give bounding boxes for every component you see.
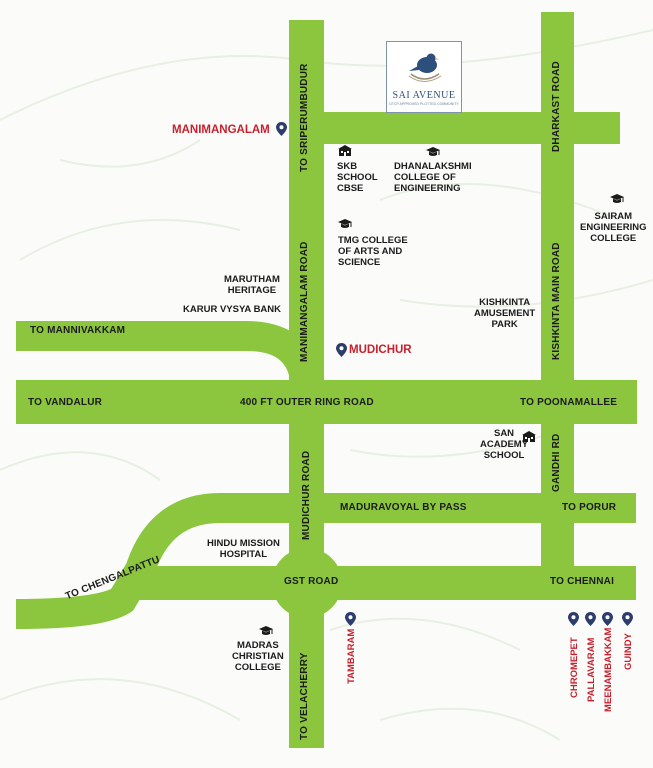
label-to-velacherry: TO VELACHERRY [299, 652, 310, 740]
label-to-poonamallee: TO POONAMALLEE [520, 397, 618, 408]
label-gandhi-rd: GANDHI RD [551, 433, 562, 492]
map-pin-icon [585, 612, 596, 626]
map-pin-icon [622, 612, 633, 626]
label-mudichur-road: MUDICHUR ROAD [301, 450, 312, 540]
place-mudichur: MUDICHUR [349, 344, 412, 356]
map-pin-icon [602, 612, 613, 626]
label-to-sriperumbudur: TO SRIPERUMBUDUR [299, 63, 310, 172]
map-pin-icon [336, 343, 347, 357]
place-meenambakkam: MEENAMBAKKAM [603, 627, 614, 712]
label-to-chennai: TO CHENNAI [550, 576, 615, 587]
landmark-karur-vysya-bank: KARUR VYSYA BANK [183, 304, 282, 315]
map-pin-icon [276, 122, 287, 136]
bird-nest-icon [408, 53, 442, 82]
school-building-icon [338, 145, 352, 156]
place-pallavaram: PALLAVARAM [586, 637, 597, 702]
label-kishkinta-main-road: KISHKINTA MAIN ROAD [551, 242, 562, 360]
label-to-porur: TO PORUR [562, 502, 617, 513]
road-top-horizontal [324, 112, 620, 144]
label-gst-road: GST ROAD [284, 576, 339, 587]
graduation-cap-icon [338, 219, 352, 228]
logo-tagline: DTCP APPROVED PLOTTED COMMUNITY [389, 102, 459, 106]
label-dharkast-road: DHARKAST ROAD [551, 61, 562, 152]
label-maduravoyal-bypass: MADURAVOYAL BY PASS [340, 502, 467, 513]
school-building-icon [522, 431, 536, 442]
road-dharkast-kishkinta [541, 12, 574, 582]
road-maduravoyal-bypass [324, 493, 636, 523]
graduation-cap-icon [426, 147, 440, 156]
road-gst [130, 566, 636, 600]
place-guindy: GUINDY [623, 633, 634, 670]
gst-roundabout [272, 548, 342, 618]
sai-avenue-logo: SAI AVENUE DTCP APPROVED PLOTTED COMMUNI… [386, 41, 462, 113]
map-pin-icon [568, 612, 579, 626]
place-chromepet: CHROMEPET [569, 637, 580, 698]
label-to-mannivakkam: TO MANNIVAKKAM [30, 325, 126, 336]
map-pin-icon [345, 612, 356, 626]
logo-name: SAI AVENUE [392, 90, 456, 101]
label-to-vandalur: TO VANDALUR [28, 397, 103, 408]
place-manimangalam: MANIMANGALAM [172, 124, 270, 136]
label-manimangalam-road: MANIMANGALAM ROAD [299, 241, 310, 362]
graduation-cap-icon [610, 194, 624, 203]
graduation-cap-icon [259, 626, 273, 635]
place-tambaram: TAMBARAM [346, 628, 357, 684]
road-outer-ring [16, 380, 637, 424]
label-outer-ring-road: 400 FT OUTER RING ROAD [240, 397, 374, 408]
